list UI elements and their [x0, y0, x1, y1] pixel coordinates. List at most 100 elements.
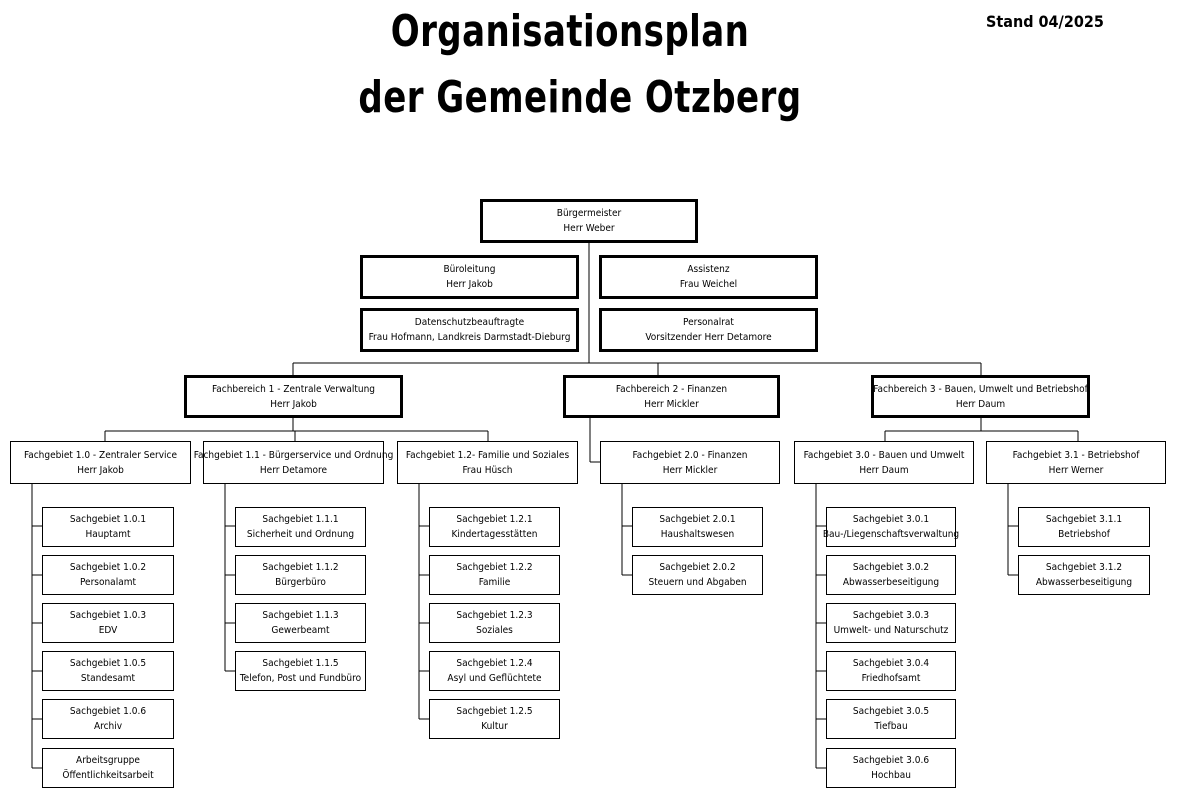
- sachgebiet-3-0-2: Sachgebiet 3.0.2 Abwasserbeseitigung: [826, 555, 956, 595]
- sachgebiet-1-2-5: Sachgebiet 1.2.5 Kultur: [429, 699, 560, 739]
- sachgebiet-3-1-2: Sachgebiet 3.1.2 Abwasserbeseitigung: [1018, 555, 1150, 595]
- box-name: Personalamt: [79, 577, 136, 588]
- sachgebiet-1-2-4: Sachgebiet 1.2.4 Asyl und Geflüchtete: [429, 651, 560, 691]
- box-title: Sachgebiet 3.1.1: [1045, 514, 1123, 525]
- box-title: Sachgebiet 2.0.2: [659, 562, 736, 573]
- box-name: Betriebshof: [1058, 529, 1110, 540]
- sachgebiet-1-0-3: Sachgebiet 1.0.3 EDV: [42, 603, 174, 643]
- datenschutz-box: Datenschutzbeauftragte Frau Hofmann, Lan…: [360, 308, 579, 352]
- sachgebiet-1-2-2: Sachgebiet 1.2.2 Familie: [429, 555, 560, 595]
- box-title: Sachgebiet 1.2.4: [456, 658, 533, 669]
- box-title: Sachgebiet 3.0.5: [852, 706, 930, 717]
- box-title: Bürgermeister: [556, 208, 622, 219]
- box-name: Friedhofsamt: [861, 673, 921, 684]
- box-title: Sachgebiet 1.2.5: [456, 706, 533, 717]
- sachgebiet-1-2-3: Sachgebiet 1.2.3 Soziales: [429, 603, 560, 643]
- box-name: Hauptamt: [85, 529, 131, 540]
- box-name: Bau-/Liegenschaftsverwaltung: [822, 529, 960, 540]
- box-name: Tiefbau: [874, 721, 908, 732]
- box-title: Sachgebiet 1.0.2: [69, 562, 147, 573]
- sachgebiet-3-0-1: Sachgebiet 3.0.1 Bau-/Liegenschaftsverwa…: [822, 507, 960, 547]
- box-person: Herr Daum: [955, 398, 1006, 410]
- box-person: Frau Hüsch: [462, 464, 513, 476]
- box-name: Gewerbeamt: [271, 625, 330, 636]
- box-title: Fachgebiet 1.2- Familie und Soziales: [405, 449, 570, 461]
- sachgebiet-1-0-2: Sachgebiet 1.0.2 Personalamt: [42, 555, 174, 595]
- version-stamp: Stand 04/2025: [986, 12, 1104, 31]
- fachgebiete-3-1-box: Fachgebiet 3.1 - Betriebshof Herr Werner: [986, 441, 1166, 484]
- fachbereich-2-box: Fachbereich 2 - Finanzen Herr Mickler: [563, 375, 780, 418]
- box-name: Asyl und Geflüchtete: [447, 673, 542, 684]
- box-title: Personalrat: [683, 317, 734, 328]
- box-person: Frau Hofmann, Landkreis Darmstadt-Diebur…: [368, 332, 571, 343]
- box-name: Archiv: [93, 721, 123, 732]
- box-title: Sachgebiet 1.0.5: [69, 658, 147, 669]
- box-title: Fachgebiet 2.0 - Finanzen: [632, 449, 748, 461]
- fachgebiete-1-0-box: Fachgebiet 1.0 - Zentraler Service Herr …: [10, 441, 191, 484]
- box-person: Vorsitzender Herr Detamore: [645, 332, 772, 343]
- box-name: Haushaltswesen: [660, 529, 735, 540]
- box-person: Frau Weichel: [679, 279, 738, 290]
- box-title: Fachgebiet 1.0 - Zentraler Service: [23, 449, 178, 461]
- box-title: Fachgebiet 3.0 - Bauen und Umwelt: [803, 449, 965, 461]
- box-title: Sachgebiet 1.2.1: [456, 514, 533, 525]
- box-title: Sachgebiet 1.0.1: [69, 514, 147, 525]
- personalrat-box: Personalrat Vorsitzender Herr Detamore: [599, 308, 818, 352]
- sachgebiet-1-1-1: Sachgebiet 1.1.1 Sicherheit und Ordnung: [235, 507, 366, 547]
- sachgebiet-1-0-6: Sachgebiet 1.0.6 Archiv: [42, 699, 174, 739]
- box-name: EDV: [98, 625, 118, 636]
- box-name: Sicherheit und Ordnung: [246, 529, 355, 540]
- sachgebiet-1-2-1: Sachgebiet 1.2.1 Kindertagesstätten: [429, 507, 560, 547]
- box-title: Fachbereich 1 - Zentrale Verwaltung: [211, 383, 376, 395]
- page-title-line-1: Organisationsplan: [390, 6, 750, 57]
- box-name: Kindertagesstätten: [451, 529, 538, 540]
- box-person: Herr Mickler: [662, 464, 718, 476]
- box-name: Umwelt- und Naturschutz: [833, 625, 949, 636]
- fachgebiete-2-0-box: Fachgebiet 2.0 - Finanzen Herr Mickler: [600, 441, 780, 484]
- sachgebiet-1-0-1: Sachgebiet 1.0.1 Hauptamt: [42, 507, 174, 547]
- fachbereich-1-box: Fachbereich 1 - Zentrale Verwaltung Herr…: [184, 375, 403, 418]
- sachgebiet-3-0-6: Sachgebiet 3.0.6 Hochbau: [826, 748, 956, 788]
- sachgebiet-3-0-4: Sachgebiet 3.0.4 Friedhofsamt: [826, 651, 956, 691]
- box-name: Abwasserbeseitigung: [1035, 577, 1133, 588]
- box-title: Sachgebiet 3.0.1: [852, 514, 930, 525]
- box-name: Kultur: [481, 721, 508, 732]
- bueroleitung-box: Büroleitung Herr Jakob: [360, 255, 579, 299]
- fachgebiete-3-0-box: Fachgebiet 3.0 - Bauen und Umwelt Herr D…: [794, 441, 974, 484]
- box-title: Fachbereich 2 - Finanzen: [615, 383, 728, 395]
- box-name: Öffentlichkeitsarbeit: [62, 770, 154, 781]
- buergermeister-box: Bürgermeister Herr Weber: [480, 199, 698, 243]
- box-title: Sachgebiet 1.1.2: [262, 562, 339, 573]
- box-name: Soziales: [476, 625, 513, 636]
- fachgebiete-1-1-box: Fachgebiet 1.1 - Bürgerservice und Ordnu…: [194, 441, 393, 484]
- box-title: Sachgebiet 1.1.3: [262, 610, 339, 621]
- page-title-line-2: der Gemeinde Otzberg: [358, 72, 802, 123]
- box-person: Herr Werner: [1048, 464, 1104, 476]
- box-title: Fachgebiet 1.1 - Bürgerservice und Ordnu…: [193, 449, 394, 461]
- box-title: Sachgebiet 1.2.3: [456, 610, 533, 621]
- sachgebiet-1-1-5: Sachgebiet 1.1.5 Telefon, Post und Fundb…: [235, 651, 366, 691]
- sachgebiet-1-0-5: Sachgebiet 1.0.5 Standesamt: [42, 651, 174, 691]
- box-person: Herr Jakob: [77, 464, 124, 476]
- box-title: Sachgebiet 1.0.3: [69, 610, 147, 621]
- box-person: Herr Mickler: [644, 398, 699, 410]
- box-name: Hochbau: [871, 770, 911, 781]
- box-name: Bürgerbüro: [275, 577, 326, 588]
- assistenz-box: Assistenz Frau Weichel: [599, 255, 818, 299]
- fachgebiete-1-2-box: Fachgebiet 1.2- Familie und Soziales Fra…: [397, 441, 578, 484]
- sachgebiet-1-1-3: Sachgebiet 1.1.3 Gewerbeamt: [235, 603, 366, 643]
- box-title: Assistenz: [687, 264, 730, 275]
- box-name: Abwasserbeseitigung: [842, 577, 940, 588]
- box-title: Sachgebiet 3.0.6: [852, 755, 930, 766]
- box-name: Standesamt: [80, 673, 136, 684]
- sachgebiet-3-0-3: Sachgebiet 3.0.3 Umwelt- und Naturschutz: [826, 603, 956, 643]
- box-title: Büroleitung: [443, 264, 496, 275]
- box-title: Sachgebiet 2.0.1: [659, 514, 736, 525]
- box-person: Herr Weber: [563, 223, 615, 234]
- box-title: Sachgebiet 3.0.2: [852, 562, 930, 573]
- box-title: Sachgebiet 1.1.1: [262, 514, 339, 525]
- sachgebiet-3-1-1: Sachgebiet 3.1.1 Betriebshof: [1018, 507, 1150, 547]
- box-person: Herr Jakob: [270, 398, 317, 410]
- box-name: Steuern und Abgaben: [648, 577, 747, 588]
